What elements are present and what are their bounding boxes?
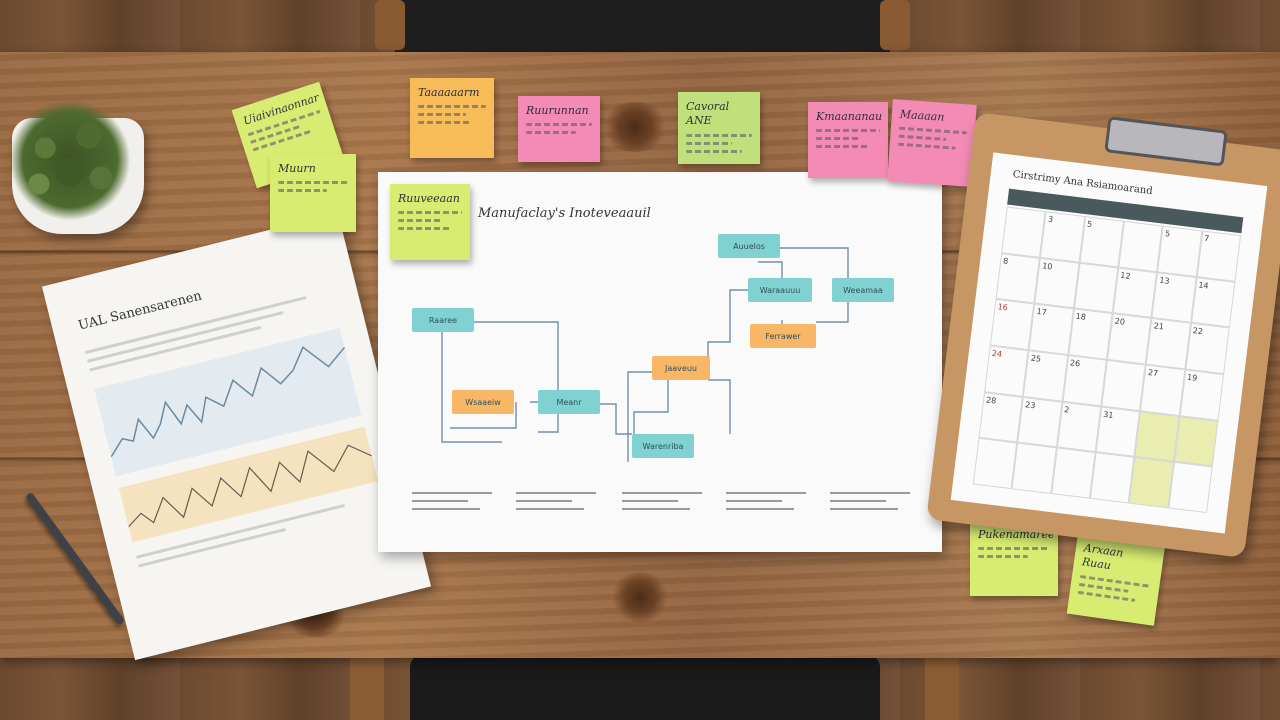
poster-footnote — [830, 486, 910, 516]
calendar-day-cell — [1173, 415, 1219, 467]
calendar-day-cell — [1073, 262, 1119, 314]
flow-node: Meanr — [538, 390, 600, 414]
sticky-note-title: Ruurunnan — [526, 104, 589, 117]
flow-node: Weeamaa — [832, 278, 894, 302]
calendar-day-cell: 25 — [1023, 350, 1068, 402]
chair-back — [375, 0, 910, 60]
wood-knot — [610, 572, 670, 622]
flow-node: Wsaaeiw — [452, 390, 514, 414]
wood-knot — [600, 102, 670, 152]
table-leg — [925, 650, 959, 720]
sticky-note: Cavoral ANE — [678, 92, 760, 164]
flowchart-connectors — [441, 247, 849, 462]
poster-footnote — [726, 486, 806, 516]
calendar-day-cell: 24 — [984, 345, 1029, 397]
calendar-day-cell: 28 — [978, 391, 1024, 443]
calendar-day-cell: 13 — [1151, 271, 1197, 324]
calendar-day-cell — [1011, 442, 1057, 494]
sticky-note: Kmaananau — [808, 102, 888, 178]
calendar-day-cell: 5 — [1079, 216, 1124, 268]
sticky-note: Muurn — [270, 154, 356, 232]
calendar-day-cell: 22 — [1185, 323, 1230, 375]
area-chart-figure — [118, 426, 378, 543]
calendar-day-cell: 31 — [1095, 406, 1141, 458]
calendar-day-cell — [1001, 206, 1046, 258]
sticky-note: Taaaaaarm — [410, 78, 494, 158]
sticky-note-title: Arxaan Ruau — [1081, 541, 1125, 573]
sticky-note-title: Ruuveeaan — [398, 192, 460, 205]
calendar-day-cell — [1134, 410, 1180, 463]
sticky-note: Ruuveeaan — [390, 184, 470, 260]
flow-node: Raaree — [412, 308, 474, 332]
line-chart-figure — [94, 327, 362, 477]
calendar-day-cell — [972, 438, 1018, 490]
calendar-day-cell: 23 — [1017, 396, 1063, 448]
area-chart-svg — [128, 444, 372, 528]
calendar-day-cell: 10 — [1034, 257, 1080, 309]
calendar-day-cell: 19 — [1179, 369, 1225, 421]
calendar-day-cell — [1101, 359, 1146, 411]
calendar-day-cell: 3 — [1040, 211, 1085, 263]
sticky-note-title: Taaaaaarm — [418, 86, 480, 99]
calendar-day-cell: 8 — [995, 252, 1041, 304]
calendar-day-cell — [1089, 452, 1135, 504]
sticky-note-title: Kmaananau — [816, 110, 883, 123]
calendar-day-cell: 17 — [1028, 303, 1074, 356]
plant-leaves — [8, 100, 132, 220]
poster-title: Manufaclay's Inoteveaauil — [478, 206, 651, 221]
sticky-note: Ruurunnan — [518, 96, 600, 162]
calendar-day-cell: 21 — [1145, 318, 1191, 370]
calendar-day-cell: 16 — [989, 299, 1035, 351]
sticky-note-title: Cavoral ANE — [686, 100, 730, 128]
report-document: UAL Sanensarenen — [41, 212, 432, 661]
calendar-day-cell: 20 — [1106, 313, 1152, 365]
sticky-note-title: Maaaan — [899, 107, 945, 124]
calendar-day-cell: 12 — [1112, 267, 1158, 319]
sticky-note-title: Muurn — [278, 162, 316, 175]
flow-node: Warenriba — [632, 434, 694, 458]
calendar-day-cell: 18 — [1067, 308, 1113, 360]
calendar-day-cell: 7 — [1196, 230, 1242, 282]
flow-node: Auuelos — [718, 234, 780, 258]
calendar-day-cell: 5 — [1157, 225, 1203, 277]
calendar-day-cell — [1050, 447, 1096, 499]
poster-footnote — [412, 486, 492, 516]
poster-footnote — [622, 486, 702, 516]
calendar-day-cell: 26 — [1062, 355, 1107, 407]
flowchart-poster: Manufaclay's Inoteveaauil Raaree Wsaaeiw… — [378, 172, 942, 552]
flow-node: Waraauuu — [748, 278, 812, 302]
table-leg — [350, 650, 384, 720]
calendar-day-cell — [1118, 220, 1164, 272]
sticky-note: Maaaan — [887, 99, 977, 187]
line-chart-svg — [110, 346, 346, 458]
flow-node: Ferrawer — [750, 324, 816, 348]
calendar-day-cell — [1167, 462, 1213, 514]
chair-seat — [410, 655, 880, 720]
calendar-day-cell: 14 — [1190, 276, 1236, 328]
calendar-day-cell — [1128, 457, 1174, 509]
calendar-day-cell: 2 — [1056, 401, 1102, 453]
calendar-day-cell: 27 — [1140, 364, 1186, 416]
poster-footnote — [516, 486, 596, 516]
flow-node: Jaaveuu — [652, 356, 710, 380]
